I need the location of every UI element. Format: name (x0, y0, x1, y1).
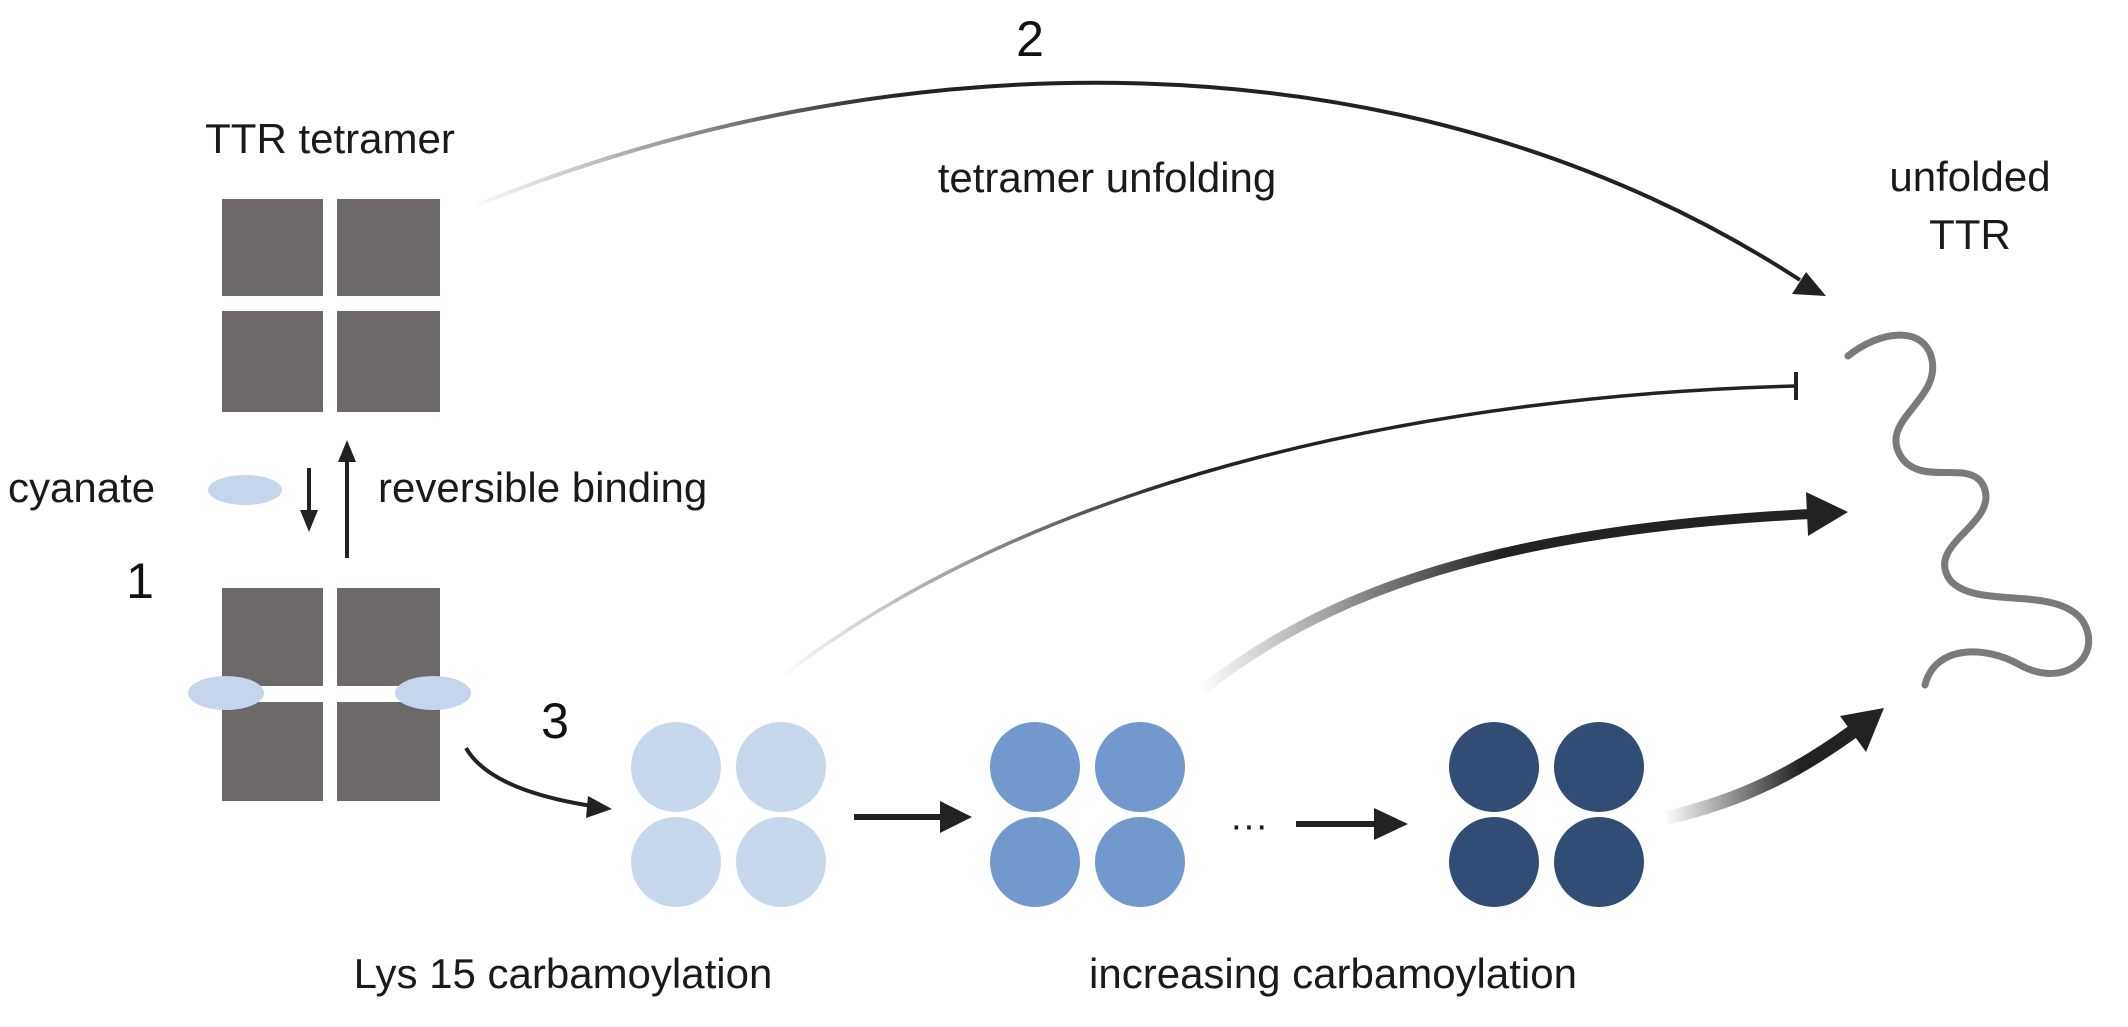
step-number-3: 3 (541, 693, 569, 749)
tetramer-subunit (990, 722, 1080, 812)
tetramer-subunit (337, 702, 440, 801)
cyanate-bound-tetramer (188, 588, 471, 801)
step-number-2: 2 (1016, 11, 1044, 67)
tetramer-unfolding-label: tetramer unfolding (938, 154, 1277, 201)
tetramer-subunit (1554, 722, 1644, 812)
increasing-carbamoylation-label: increasing carbamoylation (1089, 950, 1577, 997)
mid-tetramer-unfolding-arrow (1198, 509, 1811, 694)
tetramer-subunit (222, 199, 323, 296)
inhibition-curve (782, 384, 1796, 677)
tetramer-subunit (1095, 722, 1185, 812)
tetramer-subunit (1449, 817, 1539, 907)
reversible-binding-arrows (300, 440, 356, 558)
bound-cyanate (188, 676, 264, 710)
bound-cyanate (395, 676, 471, 710)
tetramer-subunit (631, 722, 721, 812)
arrow-head-icon (1792, 272, 1826, 296)
tetramer-subunit (222, 311, 323, 412)
arrow-head-icon (1840, 708, 1884, 752)
dark-tetramer-unfolding-arrow (1664, 724, 1860, 825)
tetramer-subunit (990, 817, 1080, 907)
tetramer-subunit (631, 817, 721, 907)
arrow-up-icon (338, 440, 356, 462)
step-number-1: 1 (126, 553, 154, 609)
reversible-binding-label: reversible binding (378, 464, 707, 511)
unfolded-ttr-label-line1: unfolded (1889, 153, 2050, 200)
cyanate-molecule (208, 475, 282, 505)
tetramer-subunit (1095, 817, 1185, 907)
ellipsis-label: ··· (1230, 805, 1268, 847)
tetramer-subunit (222, 702, 323, 801)
cyanate-label: cyanate (8, 464, 155, 511)
arrow-head-icon (586, 796, 612, 818)
arrow-head-icon (1374, 808, 1408, 840)
tetramer-unfolding-arrow (471, 80, 1802, 282)
tetramer-subunit (222, 588, 323, 686)
tetramer-subunit (1554, 817, 1644, 907)
highly-carbamoylated-tetramer (1449, 722, 1644, 907)
tetramer-subunit (337, 199, 440, 296)
tetramer-subunit (736, 817, 826, 907)
ttr-tetramer (222, 199, 440, 412)
tetramer-subunit (1449, 722, 1539, 812)
carbamoylated-tetramer-mid (990, 722, 1185, 907)
tetramer-subunit (736, 722, 826, 812)
carbamoylation-arrow (464, 746, 593, 808)
lys15-carbamoylated-tetramer (631, 722, 826, 907)
ttr-tetramer-label: TTR tetramer (205, 115, 455, 162)
unfolded-ttr-chain (1844, 331, 2093, 689)
arrow-head-icon (940, 801, 972, 833)
tetramer-subunit (337, 311, 440, 412)
lys15-carbamoylation-label: Lys 15 carbamoylation (354, 950, 773, 997)
tetramer-subunit (337, 588, 440, 686)
arrow-head-icon (1806, 492, 1848, 536)
unfolded-ttr-label-line2: TTR (1929, 211, 2011, 258)
arrow-down-icon (300, 510, 318, 532)
